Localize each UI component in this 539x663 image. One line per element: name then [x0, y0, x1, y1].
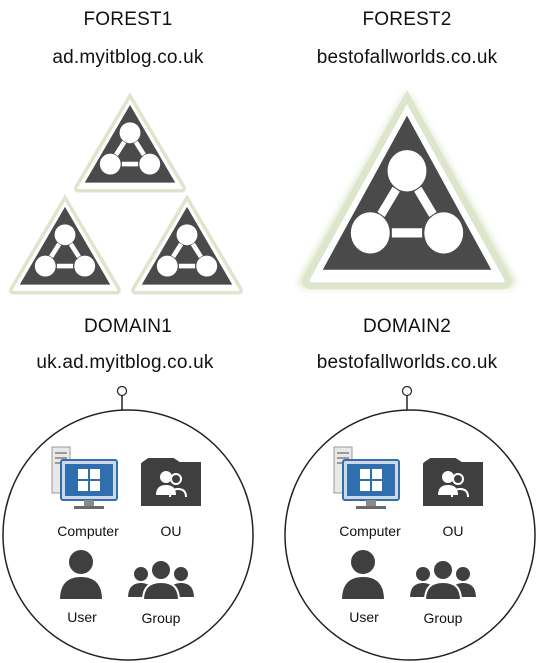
tree-triangle-icon — [11, 198, 119, 293]
folder-users-icon — [421, 456, 485, 508]
domain1-computer-label: Computer — [57, 523, 119, 539]
domain1-ou-label: OU — [160, 523, 182, 539]
folder-users-icon — [139, 456, 203, 508]
domain2-container — [284, 385, 536, 661]
domain1-title: DOMAIN1 — [84, 316, 172, 337]
domain1-group-label: Group — [141, 610, 181, 626]
connector-node — [401, 385, 413, 397]
domain2-group-label: Group — [423, 610, 463, 626]
forest2-tree — [299, 92, 515, 287]
domain2-computer-label: Computer — [339, 523, 401, 539]
forest2-title: FOREST2 — [362, 9, 452, 30]
domain1-container — [2, 385, 254, 661]
domain1-circle — [2, 409, 254, 661]
forest1-domain-name: ad.myitblog.co.uk — [52, 47, 204, 68]
tree-triangle-icon — [76, 96, 184, 191]
tree-triangle-icon — [306, 97, 508, 286]
domain1-user-label: User — [67, 609, 97, 625]
connector-node — [116, 385, 128, 397]
domain2-user-label: User — [349, 609, 379, 625]
domain2-title: DOMAIN2 — [363, 316, 451, 337]
domain2-fqdn: bestofallworlds.co.uk — [316, 352, 498, 373]
domain2-circle — [284, 409, 536, 661]
group-icon — [408, 559, 478, 601]
forest1-title: FOREST1 — [83, 9, 173, 30]
tree-triangle-icon — [133, 198, 241, 293]
domain2-ou-label: OU — [442, 523, 464, 539]
group-icon — [126, 559, 196, 601]
domain1-fqdn: uk.ad.myitblog.co.uk — [36, 352, 214, 373]
forest2-domain-name: bestofallworlds.co.uk — [316, 47, 498, 68]
forest1-trees — [11, 96, 241, 293]
